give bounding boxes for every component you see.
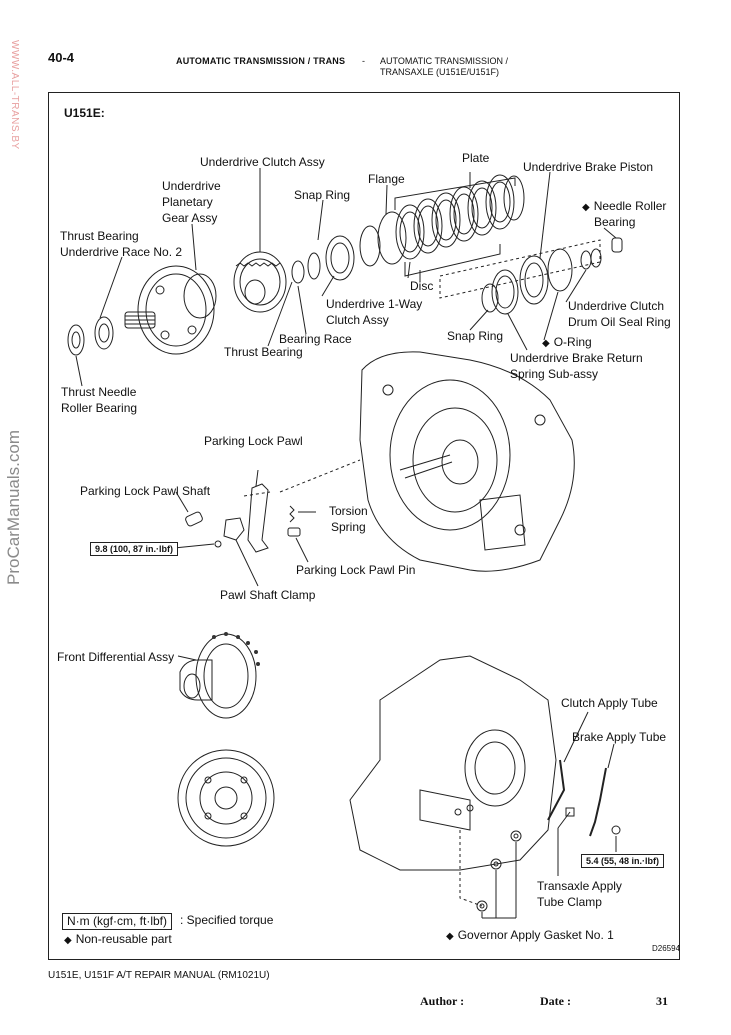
thrust-bearing-washer [94, 316, 114, 350]
label-underdrive-clutch-assy: Underdrive Clutch Assy [200, 155, 325, 169]
clutch-apply-tube-shape [547, 759, 566, 821]
needle-roller-shape [611, 237, 623, 253]
clutch-pack [377, 174, 525, 265]
label-needle-roller-line-1: ◆Needle Roller [582, 198, 666, 216]
label-planetary-line-1: Underdrive [162, 179, 221, 193]
header-separator: - [362, 56, 365, 66]
label-thrust-bearing-race-line-2: Underdrive Race No. 2 [60, 245, 183, 259]
underdrive-brake-piston-shape [519, 255, 549, 305]
snap-ring-small [307, 252, 321, 280]
label-o-ring: ◆O-Ring [542, 334, 592, 352]
label-one-way-line-2: Clutch Assy [326, 313, 389, 327]
brake-return-spring [491, 269, 519, 315]
label-clutch-apply-tube: Clutch Apply Tube [561, 696, 658, 710]
label-snap-ring-top: Snap Ring [294, 188, 351, 202]
footer-manual: U151E, U151F A/T REPAIR MANUAL (RM1021U) [48, 970, 270, 981]
label-plate: Plate [462, 151, 490, 165]
label-parking-lock-pawl-pin: Parking Lock Pawl Pin [296, 563, 416, 577]
label-front-differential: Front Differential Assy [57, 650, 175, 664]
subtitle-line-1: AUTOMATIC TRANSMISSION / [380, 56, 509, 66]
legend-torque-unit: N·m (kgf·cm, ft·lbf) [62, 913, 172, 930]
pawl-shaft-shape [185, 511, 203, 527]
label-one-way-line-1: Underdrive 1-Way [326, 297, 423, 311]
brake-apply-tube-shape [589, 767, 607, 837]
non-reusable-diamond-icon: ◆ [446, 931, 454, 942]
front-differential-front [177, 749, 275, 847]
label-disc: Disc [410, 279, 434, 293]
label-planetary-line-2: Planetary [162, 195, 213, 209]
tube-clamp-shape [565, 807, 575, 817]
snap-ring-lower [481, 283, 499, 313]
transaxle-lower-case [349, 655, 557, 871]
subtitle-line-2: TRANSAXLE (U151E/U151F) [380, 67, 500, 77]
o-ring-shape [547, 248, 573, 292]
label-snap-ring-mid: Snap Ring [447, 329, 504, 343]
front-differential-side [179, 633, 257, 719]
underdrive-clutch-assy [233, 251, 287, 313]
parking-lock-pawl-shape [247, 483, 269, 553]
label-governor-gasket: ◆Governor Apply Gasket No. 1 [446, 927, 614, 945]
label-brake-return-line-1: Underdrive Brake Return [510, 351, 643, 365]
label-brake-apply-tube: Brake Apply Tube [572, 730, 667, 744]
label-planetary-line-3: Gear Assy [162, 211, 218, 225]
page-number: 40-4 [48, 50, 75, 65]
footer-date: Date : [540, 994, 571, 1008]
model-label: U151E: [64, 106, 105, 120]
label-thrust-bearing: Thrust Bearing [224, 345, 303, 359]
label-underdrive-brake-piston: Underdrive Brake Piston [523, 160, 654, 174]
pawl-shaft-clamp-shape [223, 517, 245, 541]
legend-torque-desc: : Specified torque [180, 913, 274, 927]
legend-non-reusable: ◆Non-reusable part [64, 932, 172, 946]
section-title: AUTOMATIC TRANSMISSION / TRANS [176, 56, 346, 66]
label-parking-lock-pawl: Parking Lock Pawl [204, 434, 303, 448]
o-ring-text: O-Ring [553, 335, 592, 349]
label-transaxle-apply-line-2: Tube Clamp [537, 895, 602, 909]
torsion-spring-shape [289, 505, 295, 523]
one-way-clutch [325, 235, 355, 281]
non-reusable-diamond-icon: ◆ [542, 338, 550, 349]
label-thrust-needle-line-2: Roller Bearing [61, 401, 138, 415]
planetary-gear-assy [124, 265, 217, 355]
snap-ring-ring [359, 225, 381, 267]
label-seal-ring-line-1: Underdrive Clutch [568, 299, 665, 313]
label-bearing-race: Bearing Race [279, 332, 352, 346]
label-parking-lock-pawl-shaft: Parking Lock Pawl Shaft [80, 484, 211, 498]
figure-frame [48, 92, 680, 960]
label-torsion-line-2: Spring [331, 520, 366, 534]
legend-non-reusable-text: Non-reusable part [75, 932, 172, 946]
non-reusable-diamond-icon: ◆ [64, 935, 72, 946]
needle-roller-text: Needle Roller [593, 199, 667, 213]
label-pawl-shaft-clamp: Pawl Shaft Clamp [220, 588, 316, 602]
footer-author: Author : [420, 994, 465, 1008]
site-watermark: WWW.ALL-TRANS.BY [9, 40, 20, 150]
pawl-pin-shape [287, 527, 301, 537]
thrust-needle-washer [67, 324, 85, 356]
governor-gasket-text: Governor Apply Gasket No. 1 [457, 928, 614, 942]
label-torsion-line-1: Torsion [329, 504, 368, 518]
label-flange: Flange [368, 172, 405, 186]
bearing-race-ring [291, 260, 305, 284]
figure-id: D26594 [652, 944, 681, 953]
torque-pawl-bolt: 9.8 (100, 87 in.·lbf) [90, 542, 179, 556]
label-thrust-needle-line-1: Thrust Needle [61, 385, 137, 399]
footer-page: 31 [656, 994, 668, 1008]
label-transaxle-apply-line-1: Transaxle Apply [537, 879, 622, 893]
transaxle-case [359, 351, 575, 572]
label-brake-return-line-2: Spring Sub-assy [510, 367, 599, 381]
label-needle-roller-line-2: Bearing [594, 215, 636, 229]
torque-tube-bolt: 5.4 (55, 48 in.·lbf) [581, 854, 665, 868]
non-reusable-diamond-icon: ◆ [582, 202, 590, 213]
label-seal-ring-line-2: Drum Oil Seal Ring [568, 315, 671, 329]
label-thrust-bearing-race-line-1: Thrust Bearing [60, 229, 139, 243]
